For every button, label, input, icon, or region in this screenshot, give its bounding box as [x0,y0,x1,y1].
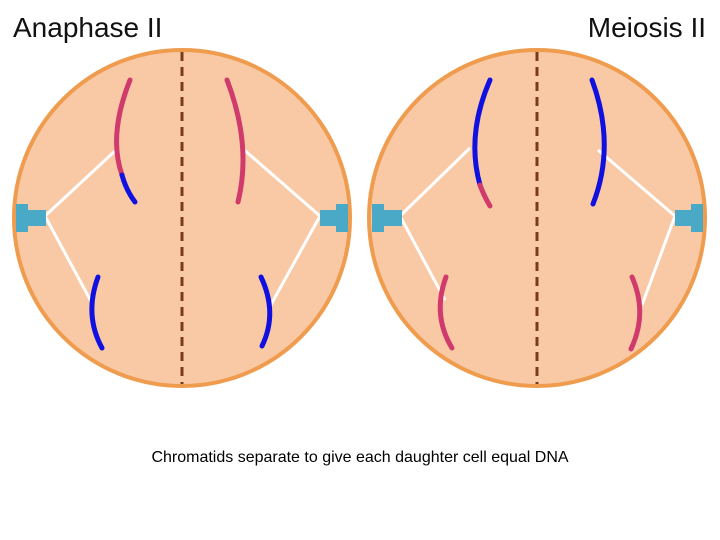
title-anaphase-ii: Anaphase II [13,12,163,43]
title-meiosis-ii: Meiosis II [587,12,706,43]
chromatid-red [114,77,133,178]
chromatid-red [437,274,455,351]
centrosome-icon [320,204,348,232]
cell-left [12,48,352,388]
chromatid-blue [589,77,607,207]
chromatid-blue [472,77,493,188]
chromatid-red [224,77,246,205]
chromatid-red-tip [477,182,493,209]
chromatid-blue [258,274,273,349]
chromatid-red [628,274,643,352]
caption: Chromatids separate to give each daughte… [151,449,569,466]
chromatid-blue-tip [119,172,138,205]
centrosome-icon [372,204,402,232]
spindle-fibers [43,146,322,311]
spindle-fibers [398,146,677,306]
cell-right [367,48,707,388]
chromatid-blue [89,274,105,351]
centrosome-icon [16,204,46,232]
centrosome-icon [675,204,703,232]
